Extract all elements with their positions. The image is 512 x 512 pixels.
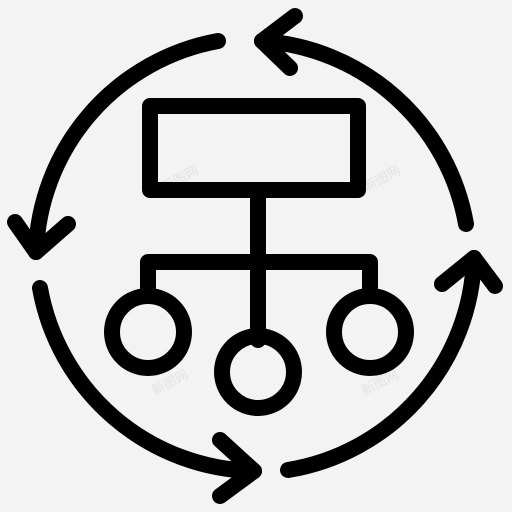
child-node-right: [326, 288, 414, 376]
child-node-left: [104, 288, 192, 376]
hierarchy-group: [104, 98, 414, 416]
arrowhead-left: [7, 214, 76, 260]
child-node-center: [214, 328, 302, 416]
branch-line: [140, 254, 378, 304]
arrowhead-top: [254, 8, 303, 76]
arrowhead-bottom: [212, 432, 262, 504]
arc-top-left: [28, 33, 226, 260]
arrowhead-right: [434, 250, 503, 294]
cycle-arrows-group: [7, 8, 503, 504]
arc-bottom-right: [280, 250, 482, 478]
arc-top-right: [254, 33, 474, 232]
parent-box: [142, 98, 366, 198]
arc-bottom-left: [32, 280, 262, 479]
